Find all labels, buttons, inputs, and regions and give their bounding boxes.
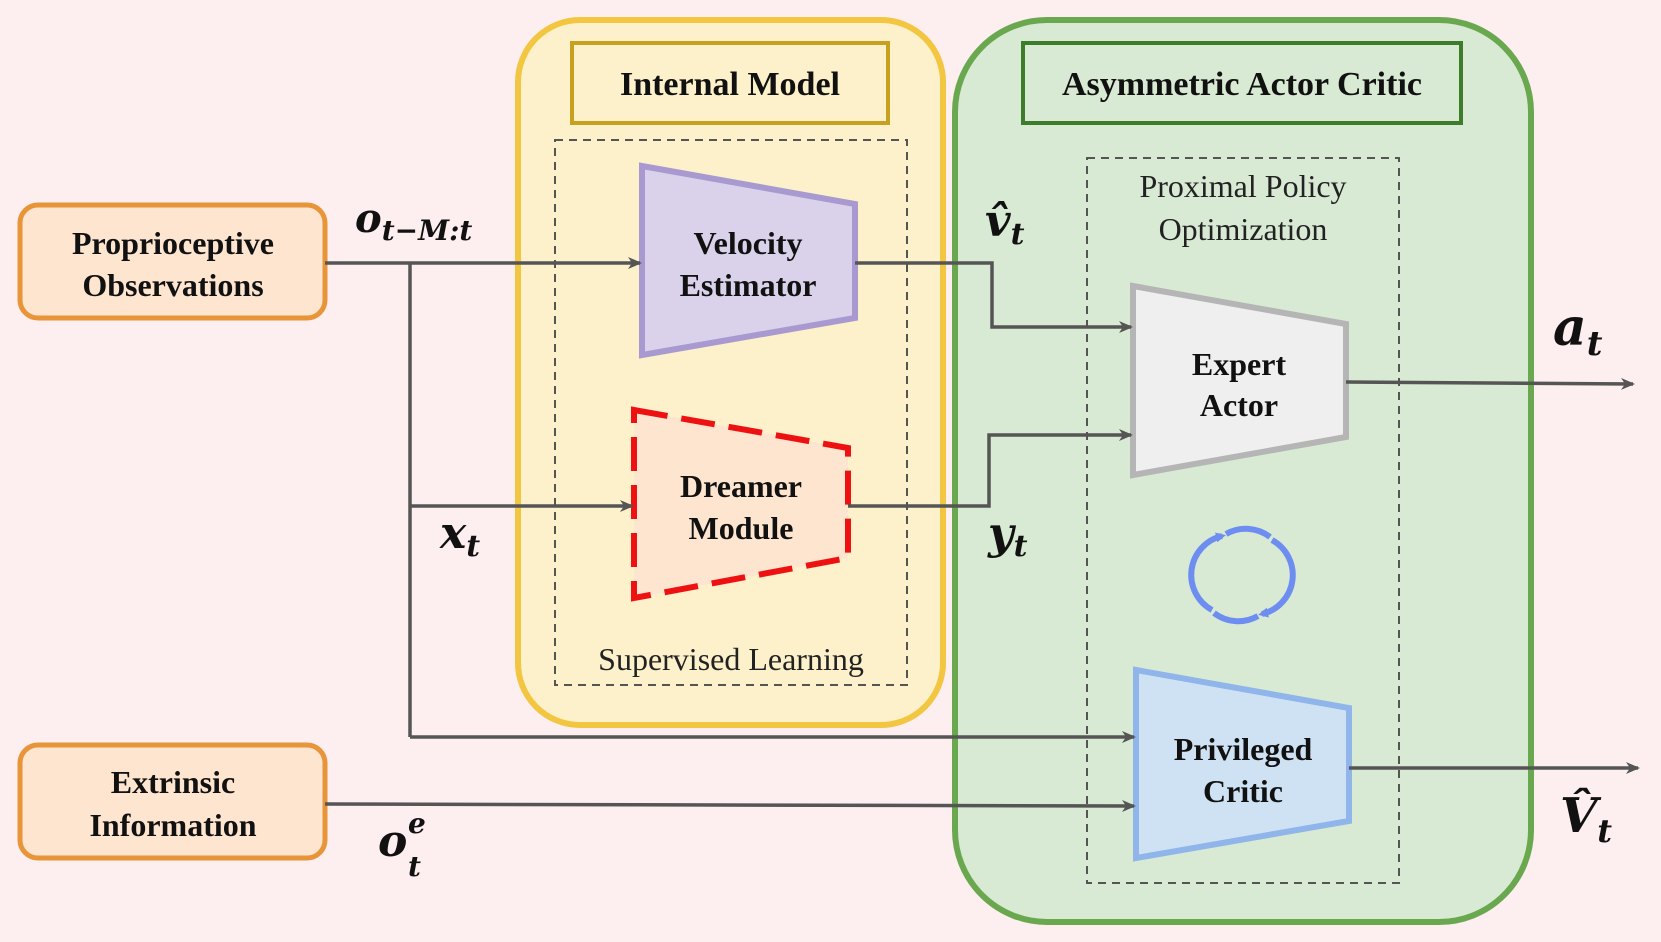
symbol-a-t: at <box>1553 297 1603 364</box>
ppo-region <box>1086 157 1400 884</box>
expert-actor-block <box>1130 282 1349 479</box>
dreamer-module-label-line2: Module <box>689 510 794 546</box>
privileged-critic-block <box>1133 666 1352 862</box>
ppo-label-line2: Optimization <box>1159 211 1328 247</box>
symbol-o-history: ot−M:t <box>355 195 472 247</box>
arrow-extrinsic-to-critic <box>324 799 1136 812</box>
symbol-o-e-sub: t <box>408 850 421 883</box>
velocity-estimator-block <box>639 162 858 359</box>
internal-model-title: Internal Model <box>620 66 840 103</box>
refresh-cycle-icon <box>1188 525 1296 625</box>
privileged-critic-label-line1: Privileged <box>1174 731 1313 767</box>
actor-critic-title: Asymmetric Actor Critic <box>1062 66 1422 103</box>
internal-model-title-box <box>570 41 890 125</box>
internal-model-group <box>515 17 946 728</box>
ppo-label-line1: Proximal Policy <box>1139 168 1346 204</box>
extrinsic-information-box <box>17 742 328 861</box>
arrow-actor-output <box>1345 377 1635 390</box>
dreamer-module-block <box>631 406 851 602</box>
arrow-dreamer-to-actor <box>848 429 1133 508</box>
supervised-learning-label: Supervised Learning <box>598 641 864 677</box>
velocity-estimator-label-line1: Velocity <box>693 225 802 261</box>
actor-critic-group <box>952 17 1534 925</box>
proprioceptive-label-line2: Observations <box>82 267 263 303</box>
supervised-learning-region <box>554 139 908 686</box>
proprioceptive-label-line1: Proprioceptive <box>72 225 274 261</box>
expert-actor-label-line2: Actor <box>1200 387 1278 423</box>
symbol-o-e-sup: e <box>408 807 426 840</box>
symbol-V-hat-t: V̂t <box>1560 786 1612 850</box>
expert-actor-label-line1: Expert <box>1192 346 1287 382</box>
extrinsic-label-line1: Extrinsic <box>111 764 235 800</box>
dreamer-module-label-line1: Dreamer <box>680 468 802 504</box>
extrinsic-label-line2: Information <box>89 807 256 843</box>
actor-critic-title-box <box>1021 41 1463 125</box>
symbol-v-hat-t: v̂t <box>985 196 1025 252</box>
privileged-critic-label-line2: Critic <box>1203 773 1283 809</box>
symbol-x-t: xt <box>439 508 480 564</box>
symbol-y-t: yt <box>987 508 1028 564</box>
symbol-o-e-t: o <box>378 816 407 867</box>
arrow-velocity-to-actor <box>855 261 1133 333</box>
velocity-estimator-label-line2: Estimator <box>680 267 817 303</box>
